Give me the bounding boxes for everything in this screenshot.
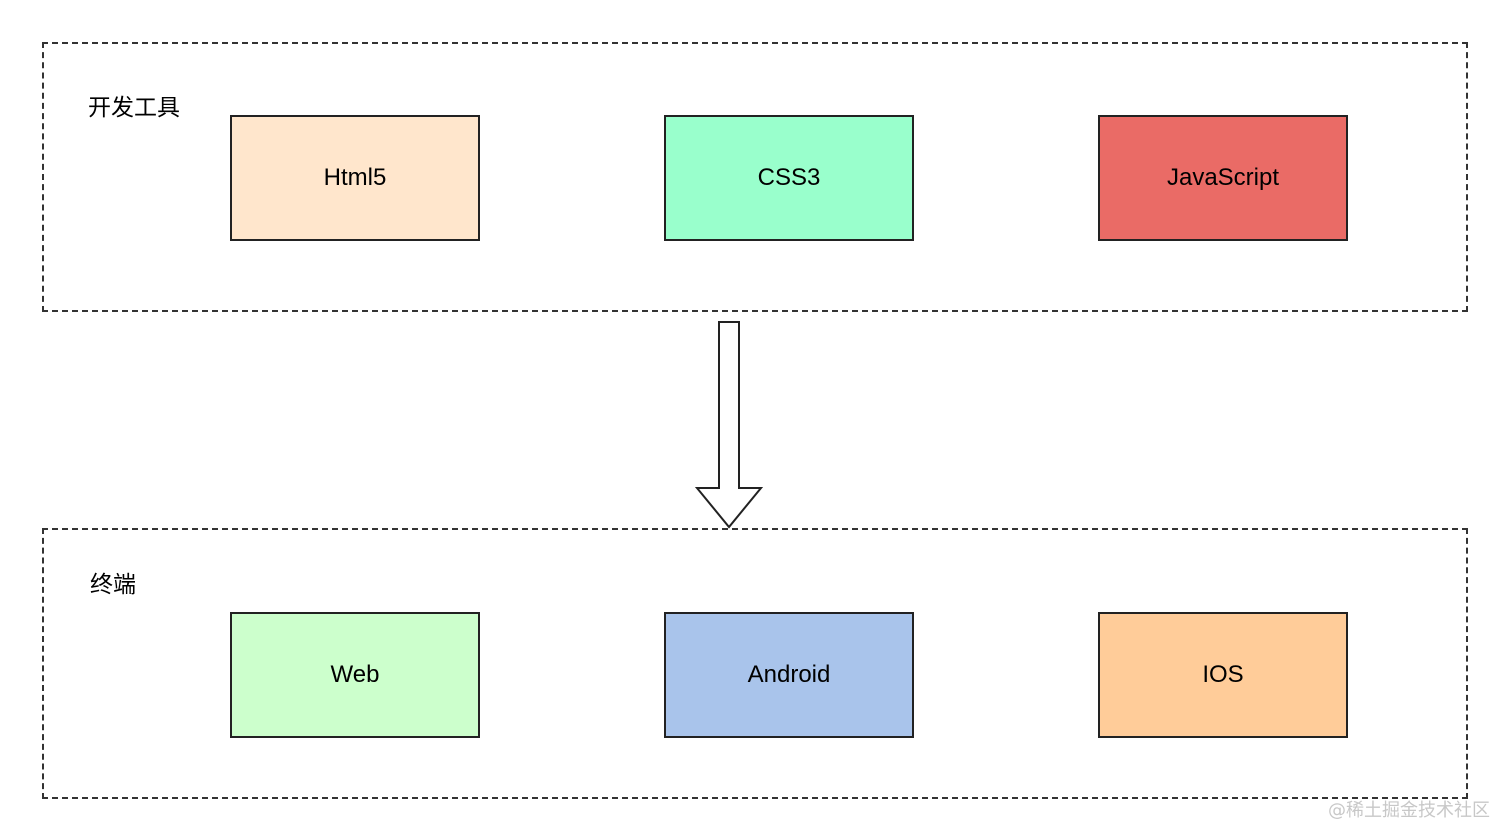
- html5-box: Html5: [230, 115, 480, 241]
- android-box: Android: [664, 612, 914, 738]
- javascript-box: JavaScript: [1098, 115, 1348, 241]
- dev-tools-title: 开发工具: [88, 95, 180, 121]
- css3-box: CSS3: [664, 115, 914, 241]
- web-box: Web: [230, 612, 480, 738]
- terminals-group: 终端 Web Android IOS: [42, 528, 1468, 799]
- web-label: Web: [330, 661, 380, 688]
- ios-box: IOS: [1098, 612, 1348, 738]
- terminals-title: 终端: [90, 572, 136, 598]
- javascript-label: JavaScript: [1166, 164, 1280, 191]
- watermark: @稀土掘金技术社区: [1328, 800, 1490, 821]
- down-arrow: [695, 321, 764, 529]
- html5-label: Html5: [323, 164, 387, 191]
- down-arrow-shape: [695, 321, 764, 529]
- dev-tools-group: 开发工具 Html5 CSS3 JavaScript: [42, 42, 1468, 312]
- css3-label: CSS3: [757, 164, 821, 191]
- ios-label: IOS: [1202, 661, 1244, 688]
- android-label: Android: [747, 661, 831, 688]
